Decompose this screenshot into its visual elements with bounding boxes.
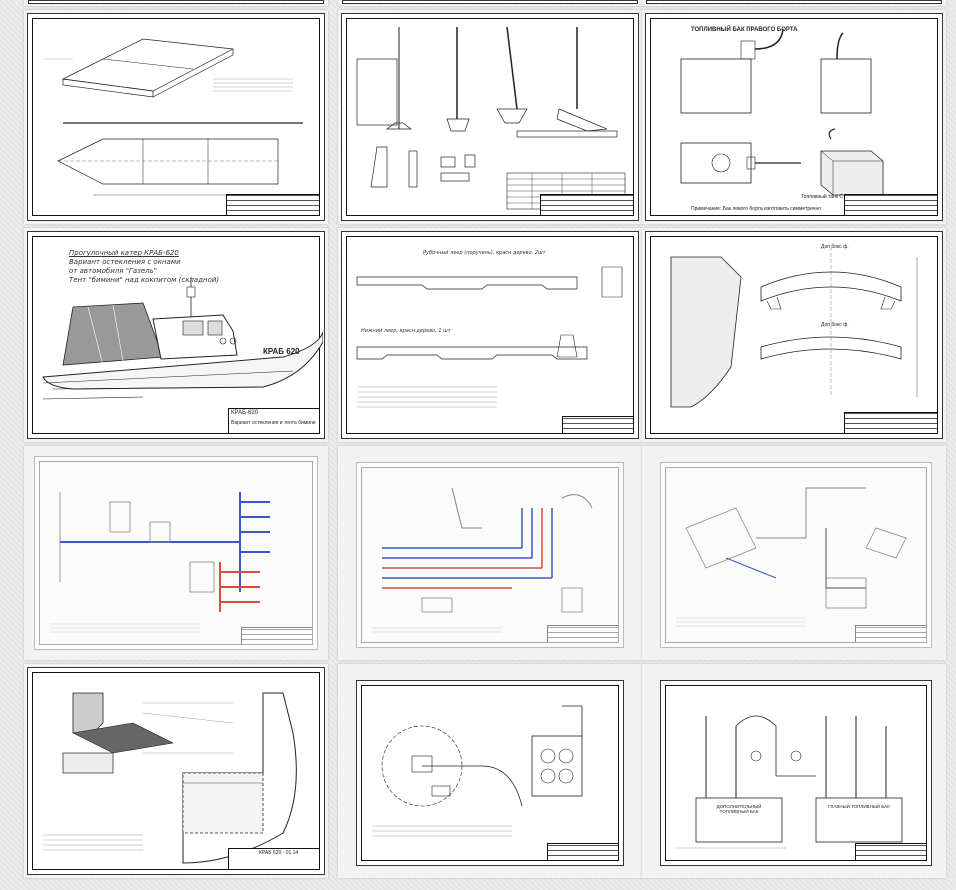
title-block: [226, 194, 319, 215]
boat-profile-drawing: [42, 277, 323, 400]
title-block: [844, 194, 937, 215]
title-block: КРАБ-620 Вариант остекления и тента бими…: [228, 408, 319, 433]
rail-label-1: Рубочный леер (поручень), красн дерево, …: [423, 250, 546, 256]
title-block: [844, 412, 937, 433]
title-line-3: от автомобиля "Газель": [69, 267, 157, 275]
aux-tank-label: ДОПОЛНИТЕЛЬНЫЙ ТОПЛИВНЫЙ БАК: [716, 804, 762, 815]
thumbnail-r4c1[interactable]: [338, 664, 642, 878]
drawing-title: ТОПЛИВНЫЙ БАК ПРАВОГО БОРТА: [691, 27, 798, 33]
drawing-sheet: [341, 13, 639, 221]
thumbnail-r2c1[interactable]: Рубочный леер (поручень), красн дерево, …: [338, 228, 642, 442]
thumbnail-r2c2[interactable]: Доп бокс ф. Доп бокс ф.: [642, 228, 946, 442]
hull-name: КРАБ 620: [263, 347, 300, 356]
section-label-1: Доп бокс ф.: [821, 244, 849, 250]
thumbnail-r1c1[interactable]: [338, 10, 642, 224]
rails-drawing: [356, 266, 623, 408]
section-label-2: Доп бокс ф.: [821, 322, 849, 328]
thumbnail-r0c0[interactable]: [24, 0, 328, 6]
thumbnail-r2c0[interactable]: Прогулочный катер КРАБ-620 Вариант остек…: [24, 228, 328, 442]
drawing-sheet: Доп бокс ф. Доп бокс ф.: [645, 231, 943, 439]
drawing-sheet: Рубочный леер (поручень), красн дерево, …: [341, 231, 639, 439]
drawing-sheet: КРАБ 620 - 01.14: [27, 667, 325, 875]
thumbnail-r4c0[interactable]: КРАБ 620 - 01.14: [24, 664, 328, 878]
frame-drawing: [43, 38, 303, 196]
drawing-sheet: ДОПОЛНИТЕЛЬНЫЙ ТОПЛИВНЫЙ БАК ГЛАВНЫЙ ТОП…: [660, 680, 932, 866]
piping-schematic: [50, 492, 270, 633]
rail-label-2: Нижний леер, красн дерево, 1 шт: [361, 328, 451, 334]
drawing-sheet: [356, 680, 624, 866]
thumbnail-r3c0[interactable]: [24, 446, 328, 660]
drawing-sheet: ТОПЛИВНЫЙ БАК ПРАВОГО БОРТА Топливный та…: [645, 13, 943, 221]
drawing-sheet: [27, 13, 325, 221]
title-block: [855, 843, 926, 860]
thumbnail-r4c2[interactable]: ДОПОЛНИТЕЛЬНЫЙ ТОПЛИВНЫЙ БАК ГЛАВНЫЙ ТОП…: [642, 664, 946, 878]
anchor-drawing: [356, 26, 626, 210]
drawing-sheet: [34, 456, 318, 650]
title-line-4: Тент "бимини" над кокпитом (складной): [69, 276, 220, 284]
main-tank-label: ГЛАВНЫЙ ТОПЛИВНЫЙ БАК: [828, 804, 890, 809]
piping-schematic: [372, 487, 593, 633]
drawing-sheet: [660, 462, 932, 648]
thumbnail-r3c1[interactable]: [338, 446, 642, 660]
title-block: [547, 625, 618, 642]
fuel-tank-drawing: [680, 28, 884, 196]
title-block: [855, 625, 926, 642]
thumbnail-r0c1[interactable]: [338, 0, 642, 6]
tank-label: Топливный танк Сталь 2мм: [801, 194, 865, 200]
title-line-1: Прогулочный катер КРАБ-620: [69, 249, 179, 257]
section-drawing: [670, 247, 918, 408]
title-block: [241, 627, 312, 644]
title-line-2: Вариант остекления с окнами: [69, 258, 181, 266]
title-block: КРАБ 620 - 01.14: [228, 848, 319, 869]
tank-installation-drawing: [43, 692, 297, 864]
drawing-sheet: [356, 462, 624, 648]
thumbnail-r1c0[interactable]: [24, 10, 328, 224]
title-block: [562, 416, 633, 433]
piping-schematic: [676, 487, 907, 627]
thumbnail-r0c2[interactable]: [642, 0, 946, 6]
note-label: Примечание: Бак левого борта изготовить …: [691, 206, 822, 212]
thumbnail-r3c2[interactable]: [642, 446, 946, 660]
thumbnail-r1c2[interactable]: ТОПЛИВНЫЙ БАК ПРАВОГО БОРТА Топливный та…: [642, 10, 946, 224]
title-block: [547, 843, 618, 860]
tanks-drawing: [676, 715, 903, 849]
drawing-sheet: Прогулочный катер КРАБ-620 Вариант остек…: [27, 231, 325, 439]
fuel-system-drawing: [372, 705, 583, 837]
title-block: [540, 194, 633, 215]
